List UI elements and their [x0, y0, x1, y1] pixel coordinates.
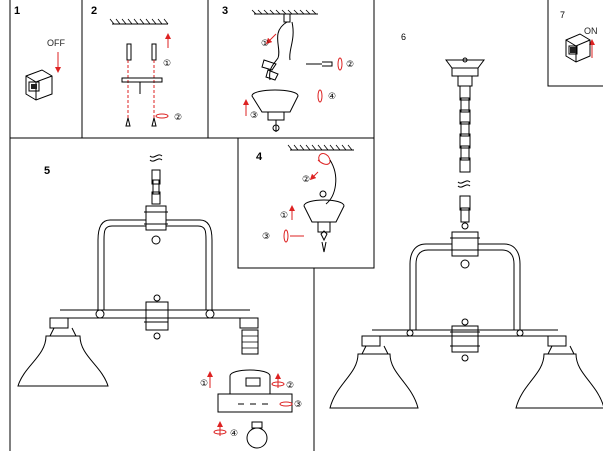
callout-1-step5: ①: [200, 379, 208, 389]
step-number-1: 1: [14, 5, 20, 17]
step-number-2: 2: [91, 5, 97, 17]
callout-2-step4: ②: [302, 175, 310, 185]
callout-2-step3: ②: [346, 60, 354, 70]
callout-3-step4: ③: [262, 232, 270, 242]
panel-borders: [9, 0, 603, 451]
canopy-attach-illustration: ② ① ③: [262, 144, 354, 253]
callout-1-step4: ①: [280, 211, 288, 221]
switch-on-illustration: ON: [565, 26, 598, 63]
wiring-illustration: ① ② ③ ④: [243, 9, 354, 132]
switch-off-illustration: OFF: [25, 38, 65, 101]
callout-2-step5: ②: [286, 381, 294, 391]
step-number-6: 6: [401, 32, 406, 42]
mounting-bracket-illustration: ① ②: [109, 18, 182, 127]
completed-fixture-illustration: [329, 57, 603, 409]
step-number-5: 5: [44, 165, 50, 177]
step-number-3: 3: [222, 5, 228, 17]
callout-4-step3: ④: [328, 92, 336, 102]
callout-1-step2: ①: [163, 59, 171, 69]
step-number-4: 4: [256, 151, 263, 163]
fixture-assembly-illustration: ① ② ③ ④: [17, 154, 302, 449]
callout-4-step5: ④: [230, 429, 238, 439]
callout-3-step5: ③: [294, 400, 302, 410]
on-label: ON: [584, 26, 598, 36]
off-label: OFF: [47, 38, 65, 48]
callout-2-step2: ②: [174, 113, 182, 123]
step-number-7: 7: [560, 10, 565, 20]
callout-1-step3: ①: [261, 39, 269, 49]
callout-3-step3: ③: [250, 111, 258, 121]
